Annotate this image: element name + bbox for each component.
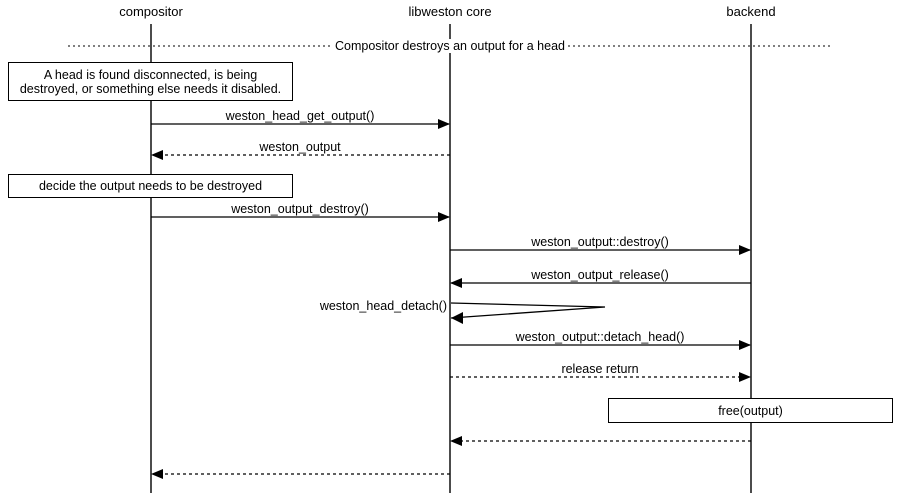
note-decide-destroy-text: decide the output needs to be destroyed bbox=[38, 179, 263, 193]
message-arrows bbox=[151, 119, 751, 479]
message-label-weston-head-detach: weston_head_detach() bbox=[319, 299, 447, 313]
message-label-weston-output-return: weston_output bbox=[259, 140, 341, 154]
note-decide-destroy: decide the output needs to be destroyed bbox=[8, 174, 293, 198]
note-free-output: free(output) bbox=[608, 398, 893, 423]
arrow-weston-head-detach-self bbox=[450, 302, 606, 324]
note-free-output-text: free(output) bbox=[718, 403, 783, 418]
divider-label: Compositor destroys an output for a head bbox=[332, 39, 568, 53]
message-label-release-return: release return bbox=[561, 362, 639, 376]
message-label-weston-output-detach-head: weston_output::detach_head() bbox=[515, 330, 685, 344]
note-head-disconnected: A head is found disconnected, is being d… bbox=[8, 62, 293, 101]
participant-header-compositor: compositor bbox=[119, 4, 183, 19]
note-head-disconnected-text: A head is found disconnected, is being d… bbox=[19, 67, 282, 96]
message-label-weston-output-destroy-vfunc: weston_output::destroy() bbox=[531, 235, 669, 249]
participant-header-backend: backend bbox=[726, 4, 776, 19]
message-label-weston-head-get-output: weston_head_get_output() bbox=[225, 109, 375, 123]
participant-header-libweston-core: libweston core bbox=[408, 4, 492, 19]
message-label-weston-output-release: weston_output_release() bbox=[531, 268, 669, 282]
message-label-weston-output-destroy: weston_output_destroy() bbox=[231, 202, 369, 216]
